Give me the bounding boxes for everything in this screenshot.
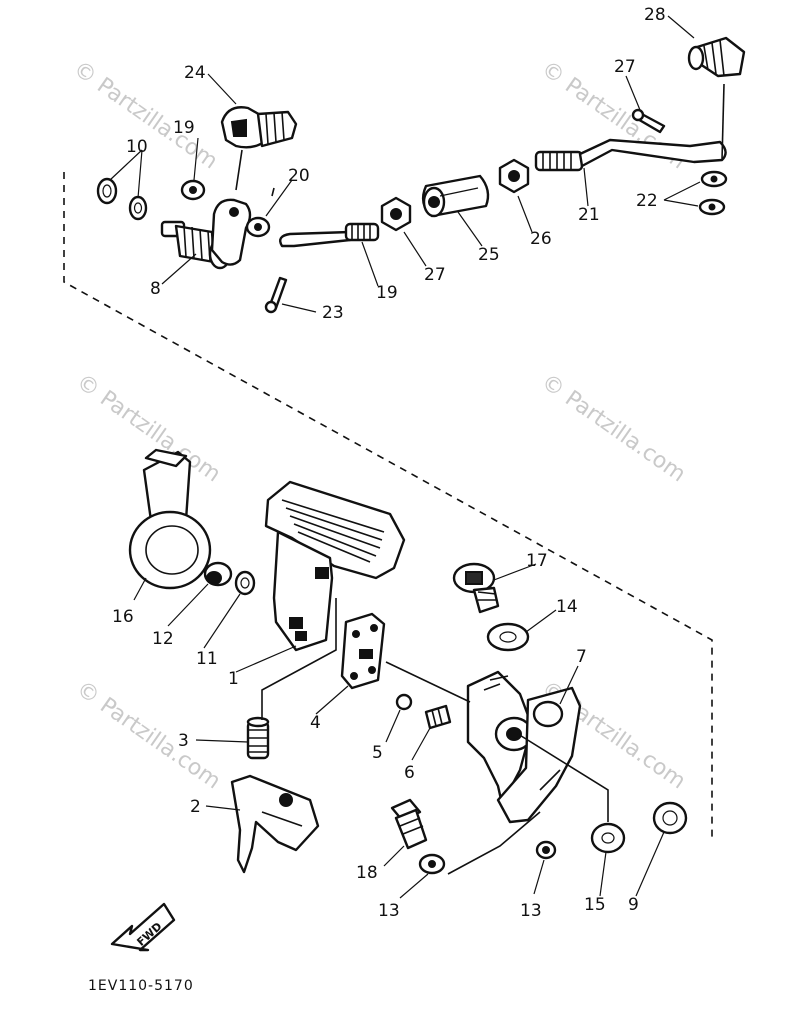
callout-15: 16	[112, 607, 134, 627]
callout-4: 4	[310, 713, 321, 733]
part-22-joint	[421, 174, 490, 218]
callout-17: 18	[356, 863, 378, 883]
part-1-shift-handle	[264, 480, 406, 652]
part-14-washers	[486, 622, 626, 854]
callout-18: 19	[376, 283, 398, 303]
part-3-spring	[246, 716, 270, 760]
part-7-bracket	[466, 670, 582, 824]
part-21-boot	[220, 106, 298, 149]
callout-3: 3	[178, 731, 189, 751]
assembly-lines	[235, 83, 725, 875]
callout-22: 25	[478, 245, 500, 265]
callout-19: 20	[288, 166, 310, 186]
part-6-spring	[424, 704, 452, 730]
leader-lines	[109, 15, 701, 899]
part-23-nut	[498, 158, 530, 194]
callout-13: 13	[378, 901, 400, 921]
callout-8: 8	[150, 279, 161, 299]
callout-28: 28	[644, 5, 666, 25]
callout-20: 23	[322, 303, 344, 323]
callout-24: 27	[424, 265, 446, 285]
part-13-washers	[418, 840, 557, 875]
callout-14: 14	[556, 597, 578, 617]
part-10-washers	[96, 177, 148, 221]
part-9-washer	[652, 801, 688, 835]
callout-9: 9	[628, 895, 639, 915]
callout-11: 11	[196, 649, 218, 669]
callout-5: 5	[372, 743, 383, 763]
diagram-code: 1EV110-5170	[88, 978, 194, 994]
watermark: © Partzilla.com	[537, 369, 690, 487]
watermark-layer: © Partzilla.com © Partzilla.com © Partzi…	[69, 56, 690, 794]
part-26-washers	[698, 170, 728, 216]
callout-23: 26	[530, 229, 552, 249]
callout-13: 13	[520, 901, 542, 921]
callout-25: 21	[578, 205, 600, 225]
part-19-washers	[180, 179, 271, 238]
callout-12: 12	[152, 629, 174, 649]
part-24-nut	[380, 196, 412, 232]
callout-21: 24	[184, 63, 206, 83]
callout-6: 6	[404, 763, 415, 783]
part-17-bolt	[390, 798, 428, 850]
callout-14: 15	[584, 895, 606, 915]
part-20-cotter-pin	[264, 276, 288, 314]
part-25-shift-rod	[534, 138, 727, 172]
watermark: © Partzilla.com	[72, 676, 225, 794]
part-16-bolt	[452, 562, 500, 614]
part-2-detent	[230, 774, 320, 874]
callout-19: 19	[173, 118, 195, 138]
part-27-cotter-pin	[631, 108, 666, 134]
assembly-boundary	[63, 172, 713, 840]
part-lever-plate	[210, 198, 252, 266]
callout-7: 7	[576, 647, 587, 667]
part-18-shift-rod	[279, 222, 380, 248]
part-28-boot	[687, 36, 746, 78]
fwd-arrow-icon: FWD	[110, 902, 176, 952]
callout-27: 27	[614, 57, 636, 77]
callout-1: 1	[228, 669, 239, 689]
part-15-clamp	[128, 448, 212, 590]
part-12-collar	[203, 561, 233, 587]
callout-26: 22	[636, 191, 658, 211]
callout-10: 10	[126, 137, 148, 157]
part-5-ball	[395, 693, 413, 711]
callout-2: 2	[190, 797, 201, 817]
callout-16: 17	[526, 551, 548, 571]
part-11-washer	[234, 570, 256, 596]
part-4-plate	[340, 612, 386, 690]
callout-labels: 10 19 24 8 20 23 19 27 25 26 21 22 27 28…	[112, 5, 666, 921]
